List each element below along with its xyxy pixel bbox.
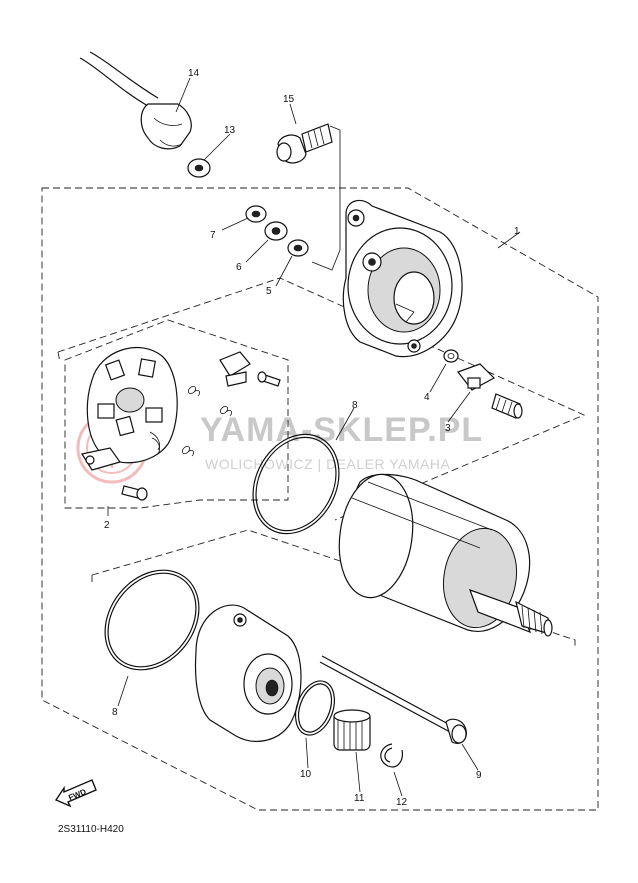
callout-7: 7 bbox=[210, 230, 216, 241]
brush-terminal bbox=[219, 351, 251, 387]
watermark-subline: WOLICHOWICZ | DEALER YAMAHA bbox=[205, 456, 450, 472]
yoke-armature bbox=[338, 473, 553, 637]
front-cover-housing bbox=[342, 199, 463, 358]
bolt-15 bbox=[276, 123, 333, 164]
o-ring-8-upper bbox=[252, 433, 340, 535]
o-ring-8-lower bbox=[104, 569, 200, 671]
washer-6 bbox=[264, 221, 288, 241]
callout-12: 12 bbox=[396, 797, 408, 808]
lead-wire bbox=[79, 51, 192, 150]
callout-5: 5 bbox=[266, 286, 272, 297]
leader-lines bbox=[107, 77, 521, 797]
callout-2: 2 bbox=[104, 520, 110, 531]
pinion-gear-11 bbox=[333, 709, 371, 751]
callout-8-upper: 8 bbox=[352, 400, 358, 411]
callout-15: 15 bbox=[283, 94, 295, 105]
rear-cover bbox=[194, 604, 302, 742]
washer-7 bbox=[245, 205, 267, 223]
callout-14: 14 bbox=[188, 68, 200, 79]
callout-8-lower: 8 bbox=[112, 707, 118, 718]
callout-6: 6 bbox=[236, 262, 242, 273]
callout-1: 1 bbox=[514, 226, 520, 237]
small-screw bbox=[257, 371, 281, 387]
callouts: 14 13 15 7 6 5 1 4 3 2 8 8 10 11 12 9 bbox=[104, 68, 520, 808]
washer-13 bbox=[187, 158, 211, 178]
diagram-code: 2S31110-H420 bbox=[58, 824, 124, 835]
brush-holder-box bbox=[64, 319, 289, 509]
terminal-bolt-3 bbox=[457, 363, 523, 419]
long-bolt-9 bbox=[319, 655, 467, 744]
brush-springs bbox=[181, 385, 233, 457]
callout-11: 11 bbox=[354, 793, 365, 804]
watermark-brand: YAMA-SKLEP.PL bbox=[200, 411, 483, 449]
fwd-arrow-icon: FWD bbox=[54, 779, 97, 808]
circlip-12 bbox=[380, 743, 403, 768]
callout-4: 4 bbox=[424, 392, 430, 403]
brush-holder-bolt bbox=[121, 485, 148, 501]
washer-5 bbox=[287, 239, 309, 257]
o-ring-10 bbox=[294, 680, 336, 736]
brush-holder-2 bbox=[81, 347, 178, 471]
assembly-boundary bbox=[41, 187, 599, 811]
callout-3: 3 bbox=[445, 423, 451, 434]
callout-10: 10 bbox=[300, 769, 312, 780]
o-ring-4 bbox=[443, 349, 459, 363]
callout-9: 9 bbox=[476, 770, 482, 781]
callout-13: 13 bbox=[224, 125, 236, 136]
